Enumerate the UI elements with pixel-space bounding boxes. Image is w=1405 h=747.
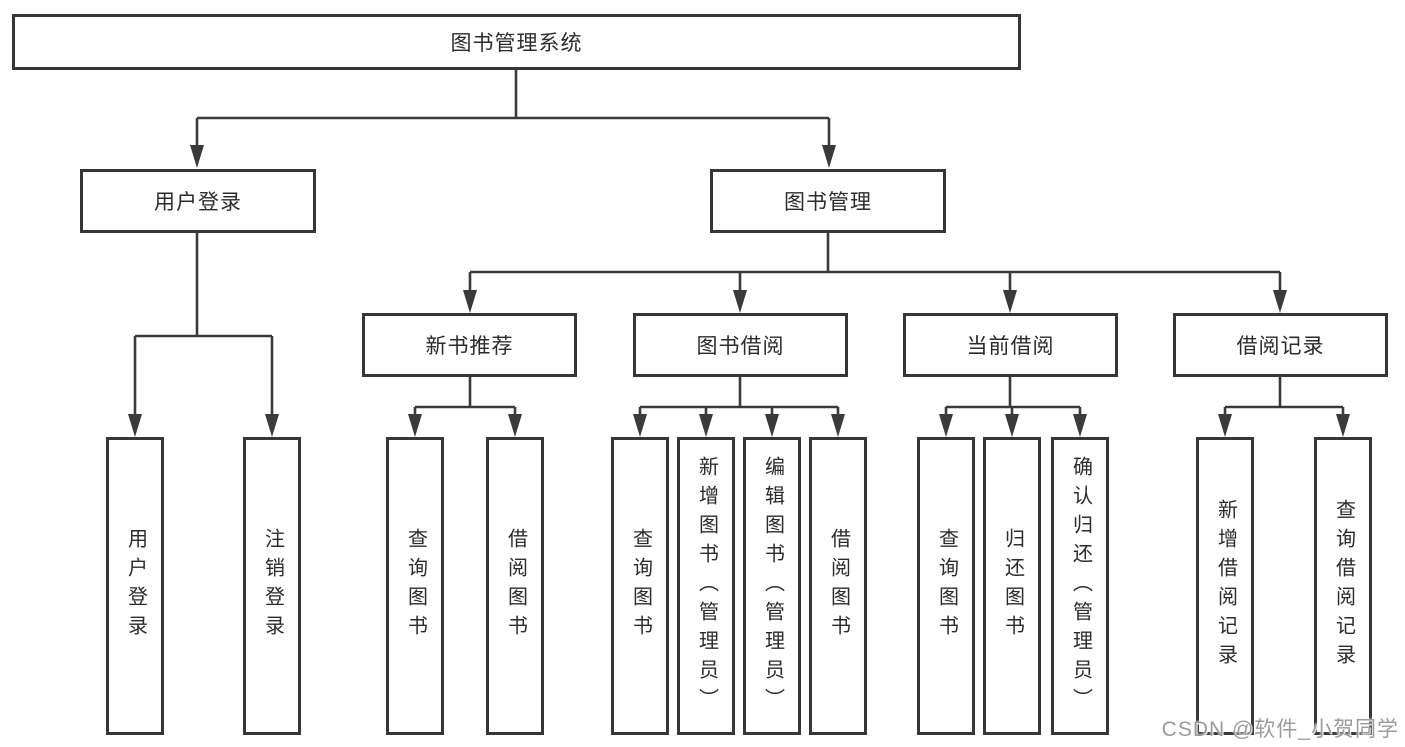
leaf-return-books: 归还图书 [983, 437, 1041, 735]
node-book-management: 图书管理 [710, 169, 946, 233]
node-label: 新增图书（管理员） [695, 455, 718, 717]
leaf-query-books-current: 查询图书 [917, 437, 975, 735]
node-label: 查询图书 [935, 528, 958, 644]
node-label: 新书推荐 [425, 335, 514, 358]
leaf-logout-login: 注销登录 [243, 437, 301, 735]
leaf-borrow-books-recommend: 借阅图书 [486, 437, 544, 735]
node-label: 借阅图书 [827, 528, 850, 644]
leaf-user-login: 用户登录 [106, 437, 164, 735]
node-label: 新增借阅记录 [1214, 499, 1237, 673]
arrowhead-icons [128, 145, 1350, 437]
leaf-borrow-books-borrowing: 借阅图书 [809, 437, 867, 735]
node-label: 查询图书 [404, 528, 427, 644]
node-label: 图书管理系统 [450, 32, 583, 55]
csdn-watermark: CSDN @软件_小贺同学 [1161, 718, 1399, 741]
node-label: 当前借阅 [966, 335, 1055, 358]
node-label: 查询借阅记录 [1332, 499, 1355, 673]
leaf-add-books-admin: 新增图书（管理员） [677, 437, 735, 735]
node-current-borrowing: 当前借阅 [903, 313, 1118, 377]
leaf-add-borrow-record: 新增借阅记录 [1196, 437, 1254, 735]
node-label: 用户登录 [154, 191, 242, 214]
leaf-edit-books-admin: 编辑图书（管理员） [743, 437, 801, 735]
node-book-borrowing: 图书借阅 [633, 313, 848, 377]
node-borrowing-records: 借阅记录 [1173, 313, 1388, 377]
node-label: 确认归还（管理员） [1069, 455, 1092, 717]
node-label: 用户登录 [124, 528, 147, 644]
node-label: 注销登录 [261, 528, 284, 644]
node-label: 归还图书 [1001, 528, 1024, 644]
leaf-query-borrow-record: 查询借阅记录 [1314, 437, 1372, 735]
node-label: 查询图书 [629, 528, 652, 644]
node-label: 借阅图书 [504, 528, 527, 644]
node-label: 图书管理 [784, 191, 872, 214]
leaf-query-books-recommend: 查询图书 [386, 437, 444, 735]
node-label: 编辑图书（管理员） [761, 455, 784, 717]
leaf-confirm-return-admin: 确认归还（管理员） [1051, 437, 1109, 735]
node-label: 借阅记录 [1236, 335, 1325, 358]
node-library-management-system: 图书管理系统 [12, 14, 1021, 70]
node-new-book-recommend: 新书推荐 [362, 313, 577, 377]
leaf-query-books-borrowing: 查询图书 [611, 437, 669, 735]
node-user-login: 用户登录 [80, 169, 316, 233]
node-label: 图书借阅 [696, 335, 785, 358]
